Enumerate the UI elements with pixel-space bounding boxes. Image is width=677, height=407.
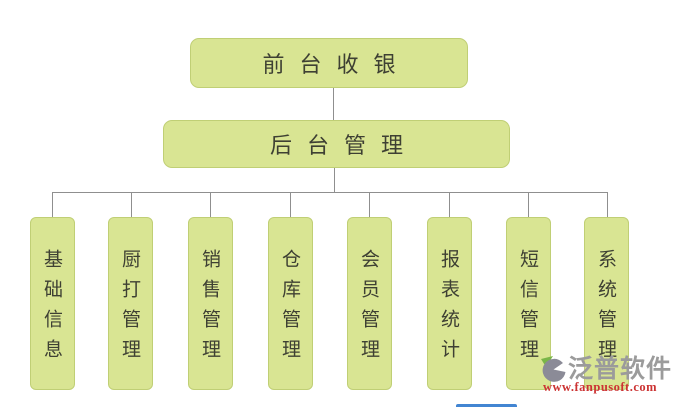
connector-drop-sms (528, 192, 529, 217)
node-module-basic-info: 基础信息 (30, 217, 75, 390)
node-module-sms-label: 短信管理 (517, 249, 539, 369)
node-module-warehouse: 仓库管理 (268, 217, 313, 390)
connector-drop-report-stats (449, 192, 450, 217)
connector-root-to-manager (333, 88, 334, 120)
node-module-kitchen-print-label: 厨打管理 (119, 249, 141, 369)
node-front-cashier: 前台收银 (190, 38, 468, 88)
fanpu-logo-icon (540, 355, 566, 382)
connector-drop-member (369, 192, 370, 217)
connector-rail (52, 192, 607, 193)
node-module-member-label: 会员管理 (358, 249, 380, 369)
node-module-system-label: 系统管理 (595, 249, 617, 369)
connector-drop-warehouse (290, 192, 291, 217)
node-module-sales-label: 销售管理 (199, 249, 221, 369)
node-backend-management: 后台管理 (163, 120, 510, 168)
node-module-member: 会员管理 (347, 217, 392, 390)
node-module-kitchen-print: 厨打管理 (108, 217, 153, 390)
watermark-url-text: www.fanpusoft.com (543, 380, 658, 394)
node-front-cashier-label: 前台收银 (262, 53, 411, 78)
node-module-basic-info-label: 基础信息 (41, 249, 63, 369)
node-module-report-stats: 报表统计 (427, 217, 472, 390)
node-module-system: 系统管理 (584, 217, 629, 390)
node-backend-management-label: 后台管理 (269, 134, 418, 159)
connector-drop-kitchen-print (131, 192, 132, 217)
connector-manager-trunk (334, 168, 335, 192)
node-module-sms: 短信管理 (506, 217, 551, 390)
connector-drop-basic-info (52, 192, 53, 217)
node-module-sales: 销售管理 (188, 217, 233, 390)
watermark: 泛普软件 www.fanpusoft.com (540, 355, 677, 403)
connector-drop-sales (210, 192, 211, 217)
connector-drop-system (607, 192, 608, 217)
bottom-bar-fragment (456, 404, 517, 407)
watermark-brand-text: 泛普软件 (568, 354, 673, 383)
node-module-warehouse-label: 仓库管理 (279, 249, 301, 369)
node-module-report-stats-label: 报表统计 (438, 249, 460, 369)
